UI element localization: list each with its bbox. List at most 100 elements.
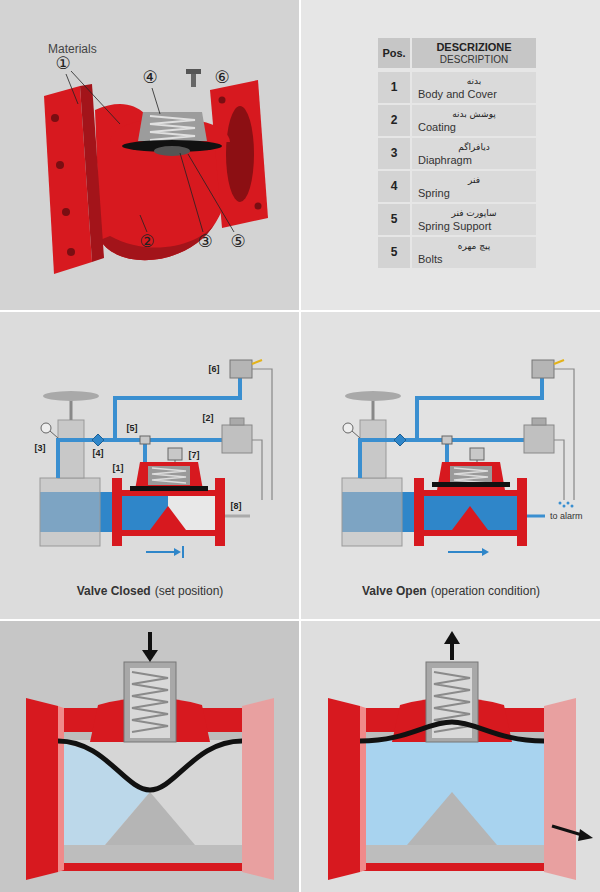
caption: (set position) (155, 585, 224, 599)
diaphragm (432, 482, 510, 487)
leader-line (140, 215, 147, 232)
panel (301, 312, 600, 619)
table-cell (378, 171, 410, 202)
callout-number: [1] (112, 463, 125, 473)
callout-number: ① (55, 54, 70, 74)
callout-number: ⑤ (230, 232, 245, 252)
table-cell: فنر (468, 175, 480, 185)
caption-group: Valve Open (operation condition) (362, 585, 540, 599)
panel (0, 0, 299, 310)
table-cell: 5 (391, 246, 398, 260)
table-cell: Body and Cover (418, 88, 497, 101)
callout-number: [6] (208, 364, 221, 374)
panel (0, 621, 299, 892)
body-shade (100, 222, 216, 260)
table-cell: Bolts (418, 253, 442, 266)
table-header: Pos. (382, 47, 405, 60)
arrow-head (578, 829, 593, 841)
leader-line (66, 74, 78, 104)
table-cell (412, 237, 536, 268)
callout-number: [7] (188, 450, 201, 460)
leader-line (71, 71, 120, 124)
table-cell: ساپورت فنر (451, 208, 496, 218)
diaphragm (130, 486, 208, 491)
valve-cutaway (328, 662, 576, 880)
bolt-hole (62, 208, 70, 216)
callout-number: ② (139, 232, 154, 252)
table-cell (378, 72, 410, 103)
callout-number: ⑥ (214, 68, 229, 88)
panel (301, 0, 600, 310)
cover-cutaway (138, 112, 207, 141)
spray-drop (563, 505, 566, 508)
arrow-head (174, 548, 181, 556)
table-cell (412, 171, 536, 202)
table-cell: بدنه (467, 76, 482, 86)
bolt-hole (67, 248, 75, 256)
diaphragm (58, 741, 242, 790)
leader-line (180, 153, 203, 232)
callout-number: [8] (230, 501, 243, 511)
flange-side (80, 84, 104, 262)
parts-table (378, 38, 536, 268)
spring (150, 116, 195, 140)
schematic (342, 360, 574, 546)
flange-opening (226, 106, 254, 202)
caption: Valve Closed (77, 585, 151, 599)
table-cell (378, 237, 410, 268)
cutaway-open (328, 631, 593, 880)
stop-bar (182, 546, 184, 558)
valve-cutaway (44, 69, 268, 274)
table-cell: 2 (391, 114, 398, 128)
bolt-hole (219, 97, 226, 104)
table-header: DESCRIPTION (440, 54, 508, 66)
panel (0, 312, 299, 619)
table-cell: 3 (391, 147, 398, 161)
callout-number: ④ (142, 68, 157, 88)
callout-number: [3] (34, 443, 47, 453)
caption: Valve Open (362, 585, 427, 599)
diaphragm (360, 722, 544, 741)
note: to alarm (550, 511, 583, 521)
callout-number: [4] (92, 448, 105, 458)
table-cell (378, 105, 410, 136)
table-header-cell (378, 38, 410, 68)
table-cell (378, 138, 410, 169)
table-cell (412, 72, 536, 103)
table-cell: Spring (418, 187, 450, 200)
bolt-hole (255, 203, 262, 210)
table-cell: 4 (391, 180, 398, 194)
leader-line (188, 154, 234, 232)
valve-cutaway (26, 662, 274, 880)
arrow-head (142, 650, 158, 662)
table-cell: پیچ مهره (458, 241, 491, 251)
table-cell: پوشش بدنه (452, 109, 496, 119)
panel (301, 621, 600, 892)
spring-support (154, 146, 190, 156)
force-arrow (148, 632, 152, 652)
callout-number: ③ (197, 232, 212, 252)
table-cell: 5 (391, 213, 398, 227)
cutaway-closed (26, 632, 274, 880)
flow-arrow (448, 551, 482, 553)
callout-number: [5] (126, 423, 139, 433)
table-header-cell (412, 38, 536, 68)
schematic-closed (40, 360, 272, 558)
panel-heading: Materials (48, 43, 97, 57)
table-cell (412, 105, 536, 136)
table-cell: Diaphragm (418, 154, 472, 167)
table-cell (412, 204, 536, 235)
table-header: DESCRIZIONE (436, 41, 511, 54)
bolt-shaft (191, 74, 196, 87)
arrow-head (444, 631, 460, 644)
force-arrow (450, 642, 454, 660)
leader-line (152, 88, 160, 114)
caption: (operation condition) (431, 585, 540, 599)
table-cell (378, 204, 410, 235)
table-cell: Coating (418, 121, 456, 134)
spray-drop (559, 502, 562, 505)
schematic (40, 360, 272, 546)
schematic-open (342, 360, 574, 556)
